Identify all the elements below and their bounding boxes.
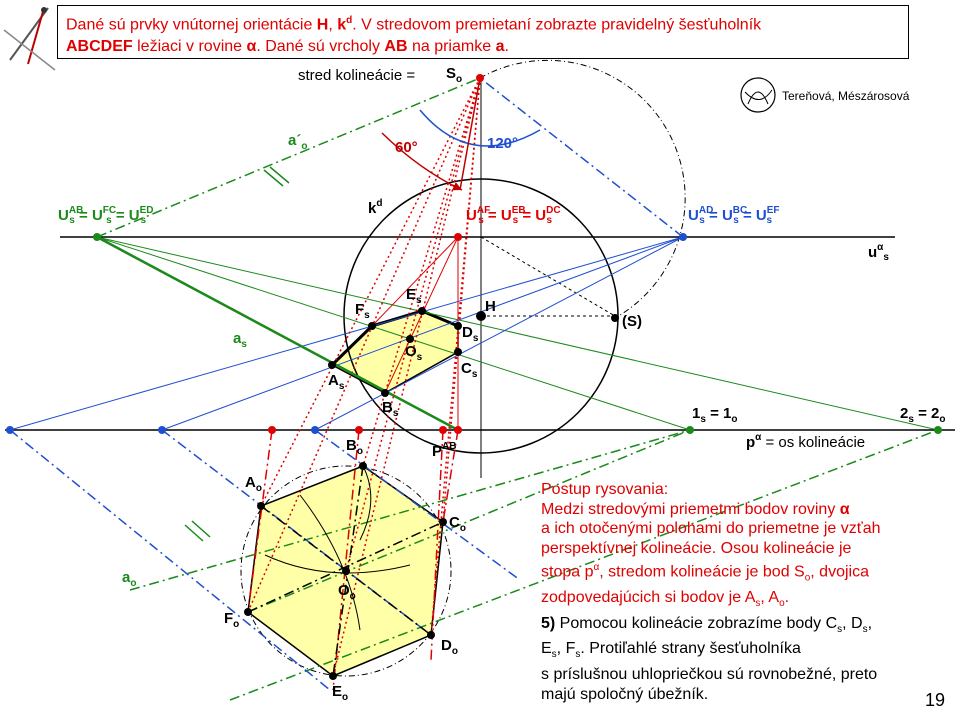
label-Es: Es bbox=[406, 286, 422, 306]
label-Bs: Bs bbox=[382, 399, 399, 419]
svg-text:stred kolineácie =: stred kolineácie = bbox=[298, 67, 415, 84]
label-H: H bbox=[485, 298, 496, 315]
label-Cs: Cs bbox=[461, 360, 478, 380]
points bbox=[6, 74, 942, 680]
task-statement: Dané sú prvky vnútornej orientácie H, kd… bbox=[57, 5, 909, 59]
label-Os: Os bbox=[405, 343, 423, 363]
center-label: stred kolineácie = bbox=[298, 67, 415, 84]
label-axis: pα = os kolineácie bbox=[746, 432, 865, 451]
label-Ao: Ao bbox=[245, 474, 262, 494]
authors-logo-icon bbox=[740, 77, 776, 113]
label-a-s: as bbox=[233, 330, 247, 350]
label-Co: Co bbox=[449, 514, 466, 534]
label-a-prime-o: a´o bbox=[288, 132, 307, 152]
label-kd: kd bbox=[368, 198, 382, 217]
label-2s: 2s = 2o bbox=[900, 405, 945, 425]
label-So: So bbox=[446, 65, 462, 85]
red-rays bbox=[247, 77, 481, 677]
authors-text: Tereňová, Mészárosová bbox=[782, 89, 910, 103]
original-circumcircle bbox=[240, 465, 452, 677]
label-a-o: ao bbox=[122, 569, 136, 589]
task-line-2: ABCDEF ležiaci v rovine α. Dané sú vrcho… bbox=[66, 38, 509, 56]
red-parallels bbox=[247, 236, 459, 691]
page-number: 19 bbox=[925, 690, 946, 710]
label-P-AB: PAB bbox=[432, 441, 456, 460]
label-Fs: Fs bbox=[355, 301, 370, 321]
procedure-text: Postup rysovania: Medzi stredovými priem… bbox=[541, 481, 881, 703]
label-Fo: Fo bbox=[224, 610, 239, 630]
hexagon-projection-fill bbox=[330, 310, 459, 394]
label-Ds: Ds bbox=[462, 324, 479, 344]
label-1s: 1s = 1o bbox=[692, 405, 737, 425]
label-angle-120: 120° bbox=[487, 135, 518, 152]
line-a-s bbox=[96, 235, 459, 432]
label-Do: Do bbox=[441, 637, 458, 657]
label-Bo: Bo bbox=[346, 437, 363, 457]
label-As: As bbox=[328, 372, 345, 392]
label-Oo: Oo bbox=[338, 582, 356, 602]
compass-logo-icon bbox=[3, 7, 56, 71]
label-horizon: uαs bbox=[868, 242, 889, 263]
rotation-arc bbox=[479, 59, 686, 319]
task-line-1: Dané sú prvky vnútornej orientácie H, kd… bbox=[66, 15, 762, 34]
label-S-rotated: (S) bbox=[622, 313, 642, 330]
label-angle-60: 60° bbox=[395, 139, 418, 156]
label-Eo: Eo bbox=[332, 683, 348, 703]
